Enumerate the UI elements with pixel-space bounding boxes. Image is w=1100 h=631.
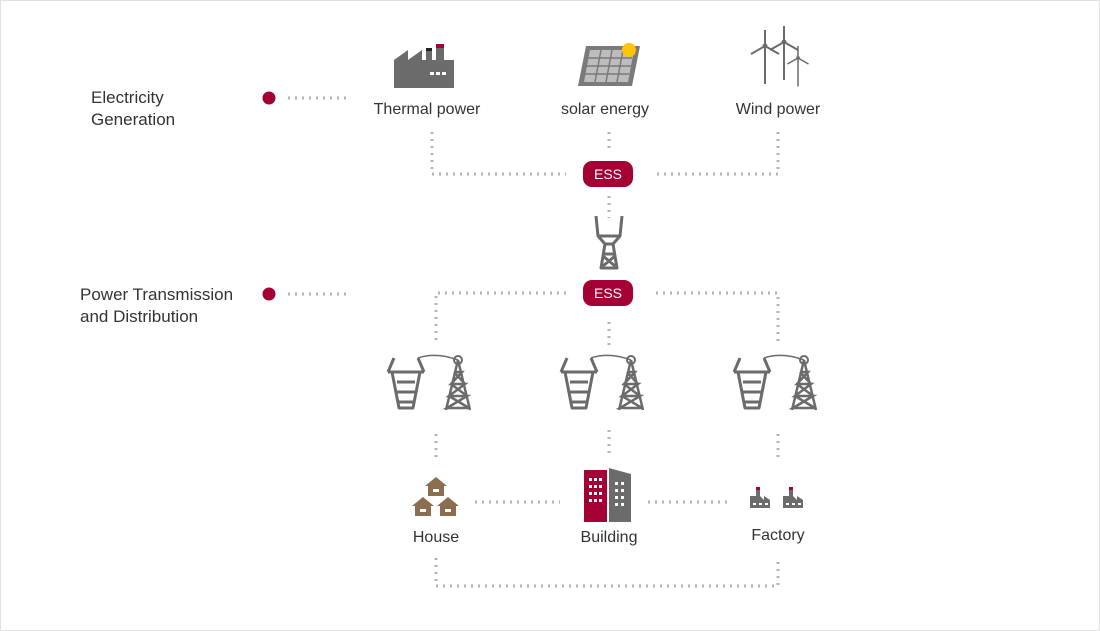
wind-power-label: Wind power bbox=[735, 101, 821, 118]
factory-icon bbox=[750, 487, 803, 508]
wind-turbine-icon bbox=[750, 25, 810, 88]
house-label: House bbox=[412, 529, 460, 546]
ess-top-label: ESS bbox=[593, 166, 622, 182]
building-icon bbox=[584, 468, 631, 522]
center-distribution-towers-icon bbox=[559, 354, 645, 412]
house-icon bbox=[412, 477, 459, 516]
thermal-to-ess-line bbox=[430, 132, 566, 176]
building-label: Building bbox=[580, 529, 638, 546]
generation-bullet bbox=[262, 91, 276, 105]
solar-energy-label: solar energy bbox=[560, 101, 650, 118]
bottom-loop-line bbox=[434, 558, 780, 588]
ess-to-right-branch bbox=[656, 291, 780, 345]
connector-lines bbox=[288, 96, 780, 588]
transmission-section-label: Power Transmission and Distribution bbox=[80, 284, 233, 328]
solar-panel-icon bbox=[578, 43, 640, 86]
thermal-power-label: Thermal power bbox=[373, 101, 481, 118]
transmission-bullet bbox=[262, 287, 276, 301]
generation-line1: Electricity bbox=[91, 88, 164, 107]
factory-label: Factory bbox=[751, 527, 805, 544]
ess-mid-label: ESS bbox=[593, 285, 622, 301]
generation-line2: Generation bbox=[91, 110, 176, 129]
wind-to-ess-line bbox=[656, 132, 780, 176]
transmission-tower-icon bbox=[594, 215, 624, 270]
left-distribution-towers-icon bbox=[386, 354, 472, 412]
transmission-line2: and Distribution bbox=[80, 307, 199, 326]
thermal-factory-icon bbox=[394, 44, 454, 88]
ess-top-pill bbox=[583, 161, 633, 187]
generation-section-label: Electricity Generation bbox=[91, 87, 175, 131]
transmission-line1: Power Transmission bbox=[80, 285, 234, 304]
ess-mid-pill bbox=[583, 280, 633, 306]
right-distribution-towers-icon bbox=[732, 354, 818, 412]
ess-to-left-branch bbox=[434, 291, 566, 345]
